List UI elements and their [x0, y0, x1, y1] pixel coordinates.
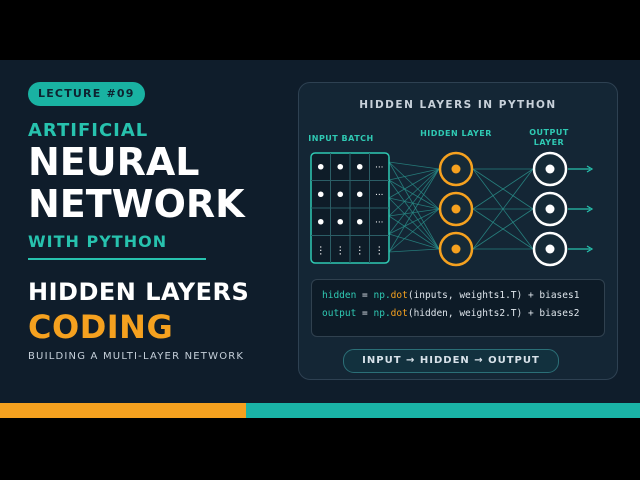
grid-cell-dot: [356, 218, 363, 225]
grid-cell-dot: [337, 163, 344, 170]
hidden-layer-neurons: [438, 151, 474, 267]
grid-cell-dot: [337, 218, 344, 225]
code-op: =: [356, 308, 374, 319]
connection-input-hidden: [388, 179, 440, 210]
connection-input-hidden: [388, 168, 440, 217]
code-np: np.: [373, 290, 391, 301]
title-neural: NEURAL: [28, 140, 200, 184]
output-neuron-core: [545, 244, 555, 254]
grid-ellipsis-h: ···: [375, 163, 384, 173]
accent-bar-teal: [246, 403, 640, 418]
title-with-python: WITH PYTHON: [28, 232, 168, 251]
code-line-output: output = np.dot(hidden, weights2.T) + bi…: [322, 308, 579, 319]
diagram-panel: HIDDEN LAYERS IN PYTHON INPUT BATCH HIDD…: [298, 82, 618, 380]
code-var-output: output: [322, 308, 357, 319]
grid-ellipsis-h: ···: [375, 218, 384, 228]
label-output-layer-2: LAYER: [534, 138, 564, 147]
connection-input-hidden: [388, 248, 440, 253]
grid-ellipsis-v: ⋮: [355, 245, 365, 256]
connection-input-hidden: [388, 179, 440, 250]
lecture-badge: LECTURE #09: [28, 82, 145, 106]
output-arrow-icon: [586, 165, 594, 173]
output-neuron-core: [545, 164, 555, 174]
connection-input-hidden: [388, 168, 440, 181]
connection-input-hidden: [388, 215, 440, 250]
accent-bar-orange: [0, 403, 246, 418]
hidden-neuron-core: [451, 164, 461, 174]
hidden-neuron-core: [451, 204, 461, 214]
flow-pill: INPUT → HIDDEN → OUTPUT: [343, 349, 559, 373]
topic-coding: CODING: [28, 308, 174, 346]
grid-ellipsis-v: ⋮: [374, 245, 384, 256]
grid-ellipsis-h: ···: [375, 190, 384, 200]
connection-hidden-output: [472, 168, 534, 250]
grid-cell-dot: [356, 163, 363, 170]
hidden-neuron-core: [451, 244, 461, 254]
title-artificial: ARTIFICIAL: [28, 120, 149, 141]
code-block: hidden = np.dot(inputs, weights1.T) + bi…: [311, 279, 605, 337]
output-arrow-icon: [586, 205, 594, 213]
grid-cell-dot: [317, 191, 324, 198]
code-line-hidden: hidden = np.dot(inputs, weights1.T) + bi…: [322, 290, 579, 301]
connection-input-hidden: [388, 197, 440, 210]
connection-input-hidden: [388, 161, 440, 210]
network-diagram: INPUT BATCH HIDDEN LAYER OUTPUT LAYER ··…: [308, 128, 594, 267]
title-network: NETWORK: [28, 182, 245, 226]
connection-input-hidden: [388, 168, 440, 253]
label-output-layer-1: OUTPUT: [529, 128, 569, 137]
grid-cell-dot: [356, 191, 363, 198]
connection-input-hidden: [388, 168, 440, 235]
output-layer-neurons: [532, 151, 594, 267]
connection-hidden-output: [472, 208, 534, 250]
connection-input-hidden: [388, 233, 440, 250]
output-neuron-core: [545, 204, 555, 214]
code-args: (hidden, weights2.T) + biases2: [407, 308, 580, 319]
code-var-hidden: hidden: [322, 290, 357, 301]
label-hidden-layer: HIDDEN LAYER: [420, 129, 492, 138]
code-np: np.: [373, 308, 391, 319]
input-grid: ··· ··· ··· ⋮ ⋮ ⋮ ⋮: [311, 153, 389, 263]
connection-hidden-output: [472, 168, 534, 210]
code-args: (inputs, weights1.T) + biases1: [407, 290, 580, 301]
connection-input-hidden: [388, 161, 440, 250]
code-fn-dot: dot: [390, 290, 408, 301]
topic-hidden-layers: HIDDEN LAYERS: [28, 278, 250, 306]
code-fn-dot: dot: [390, 308, 408, 319]
code-op: =: [356, 290, 374, 301]
grid-ellipsis-v: ⋮: [316, 245, 326, 256]
diagram-title: HIDDEN LAYERS IN PYTHON: [359, 99, 557, 111]
grid-cell-dot: [317, 218, 324, 225]
grid-ellipsis-v: ⋮: [335, 245, 345, 256]
thumbnail-frame: LECTURE #09 ARTIFICIAL NEURAL NETWORK WI…: [0, 60, 640, 418]
connection-input-hidden: [388, 208, 440, 217]
connection-input-hidden: [388, 208, 440, 253]
grid-cell-dot: [337, 191, 344, 198]
output-arrow-icon: [586, 245, 594, 253]
connection-input-hidden: [388, 197, 440, 250]
title-underline: [28, 258, 206, 260]
label-input-batch: INPUT BATCH: [308, 134, 373, 143]
connection-input-hidden: [388, 208, 440, 235]
connections: [388, 161, 534, 253]
topic-subtitle: BUILDING A MULTI-LAYER NETWORK: [28, 351, 245, 362]
grid-cell-dot: [317, 163, 324, 170]
connection-input-hidden: [388, 161, 440, 170]
connection-input-hidden: [388, 168, 440, 199]
